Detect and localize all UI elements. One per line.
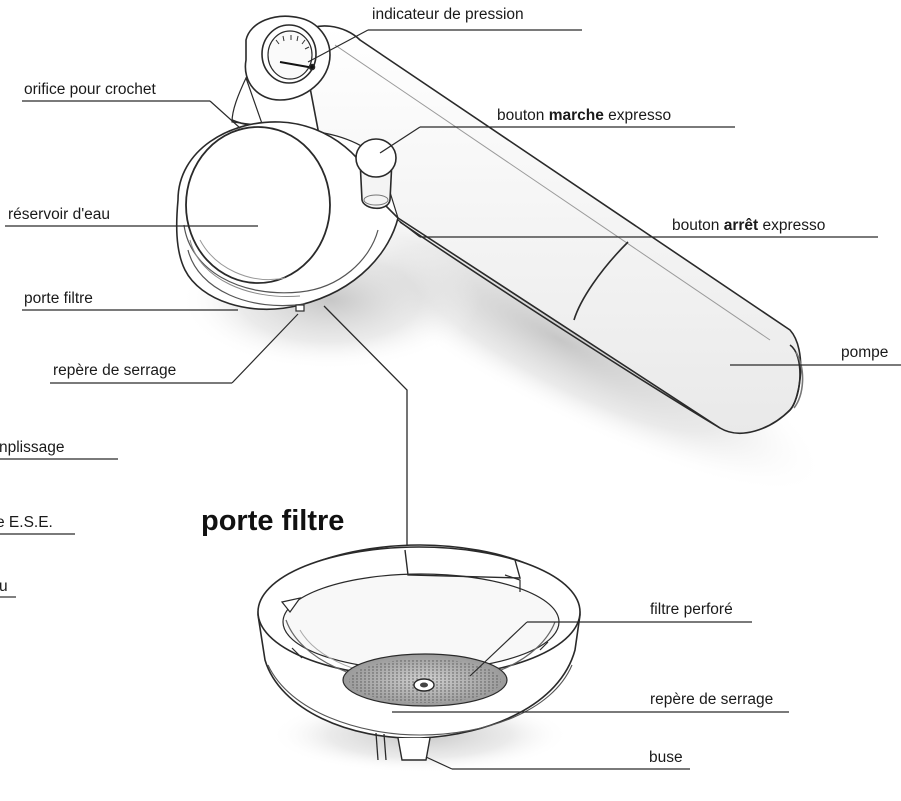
label-off-button-prefix: bouton (672, 217, 724, 234)
label-off-button: bouton arrêt expresso (672, 217, 825, 235)
espresso-button (355, 138, 397, 210)
machine-body (299, 25, 804, 434)
label-on-button: bouton marche expresso (497, 107, 671, 125)
label-nozzle: buse (649, 749, 683, 766)
leader-lines (0, 29, 901, 770)
label-hook-hole: orifice pour crochet (24, 81, 156, 98)
pressure-gauge (244, 15, 331, 101)
filter-holder-drawing (257, 544, 581, 761)
connector-line (323, 305, 408, 548)
label-tightening-mark-bottom: repère de serrage (650, 691, 774, 708)
label-cut-1: nplissage (0, 439, 65, 456)
filter-holder-title: porte filtre (201, 505, 345, 537)
label-water-tank: réservoir d'eau (8, 206, 111, 223)
label-off-button-suffix: expresso (758, 217, 826, 234)
label-pump: pompe (841, 344, 889, 361)
water-tank (175, 121, 399, 312)
label-filter-holder: porte filtre (24, 290, 93, 307)
label-on-button-bold: marche (548, 107, 604, 124)
label-on-button-prefix: bouton (497, 107, 549, 124)
label-tightening-mark-top: repère de serrage (53, 362, 177, 379)
label-cut-3: u (0, 578, 8, 595)
label-cut-2: e E.S.E. (0, 514, 53, 531)
label-pressure-gauge: indicateur de pression (372, 6, 524, 23)
label-off-button-bold: arrêt (723, 217, 759, 234)
label-perforated-filter: filtre perforé (650, 601, 733, 618)
label-on-button-suffix: expresso (603, 107, 672, 124)
